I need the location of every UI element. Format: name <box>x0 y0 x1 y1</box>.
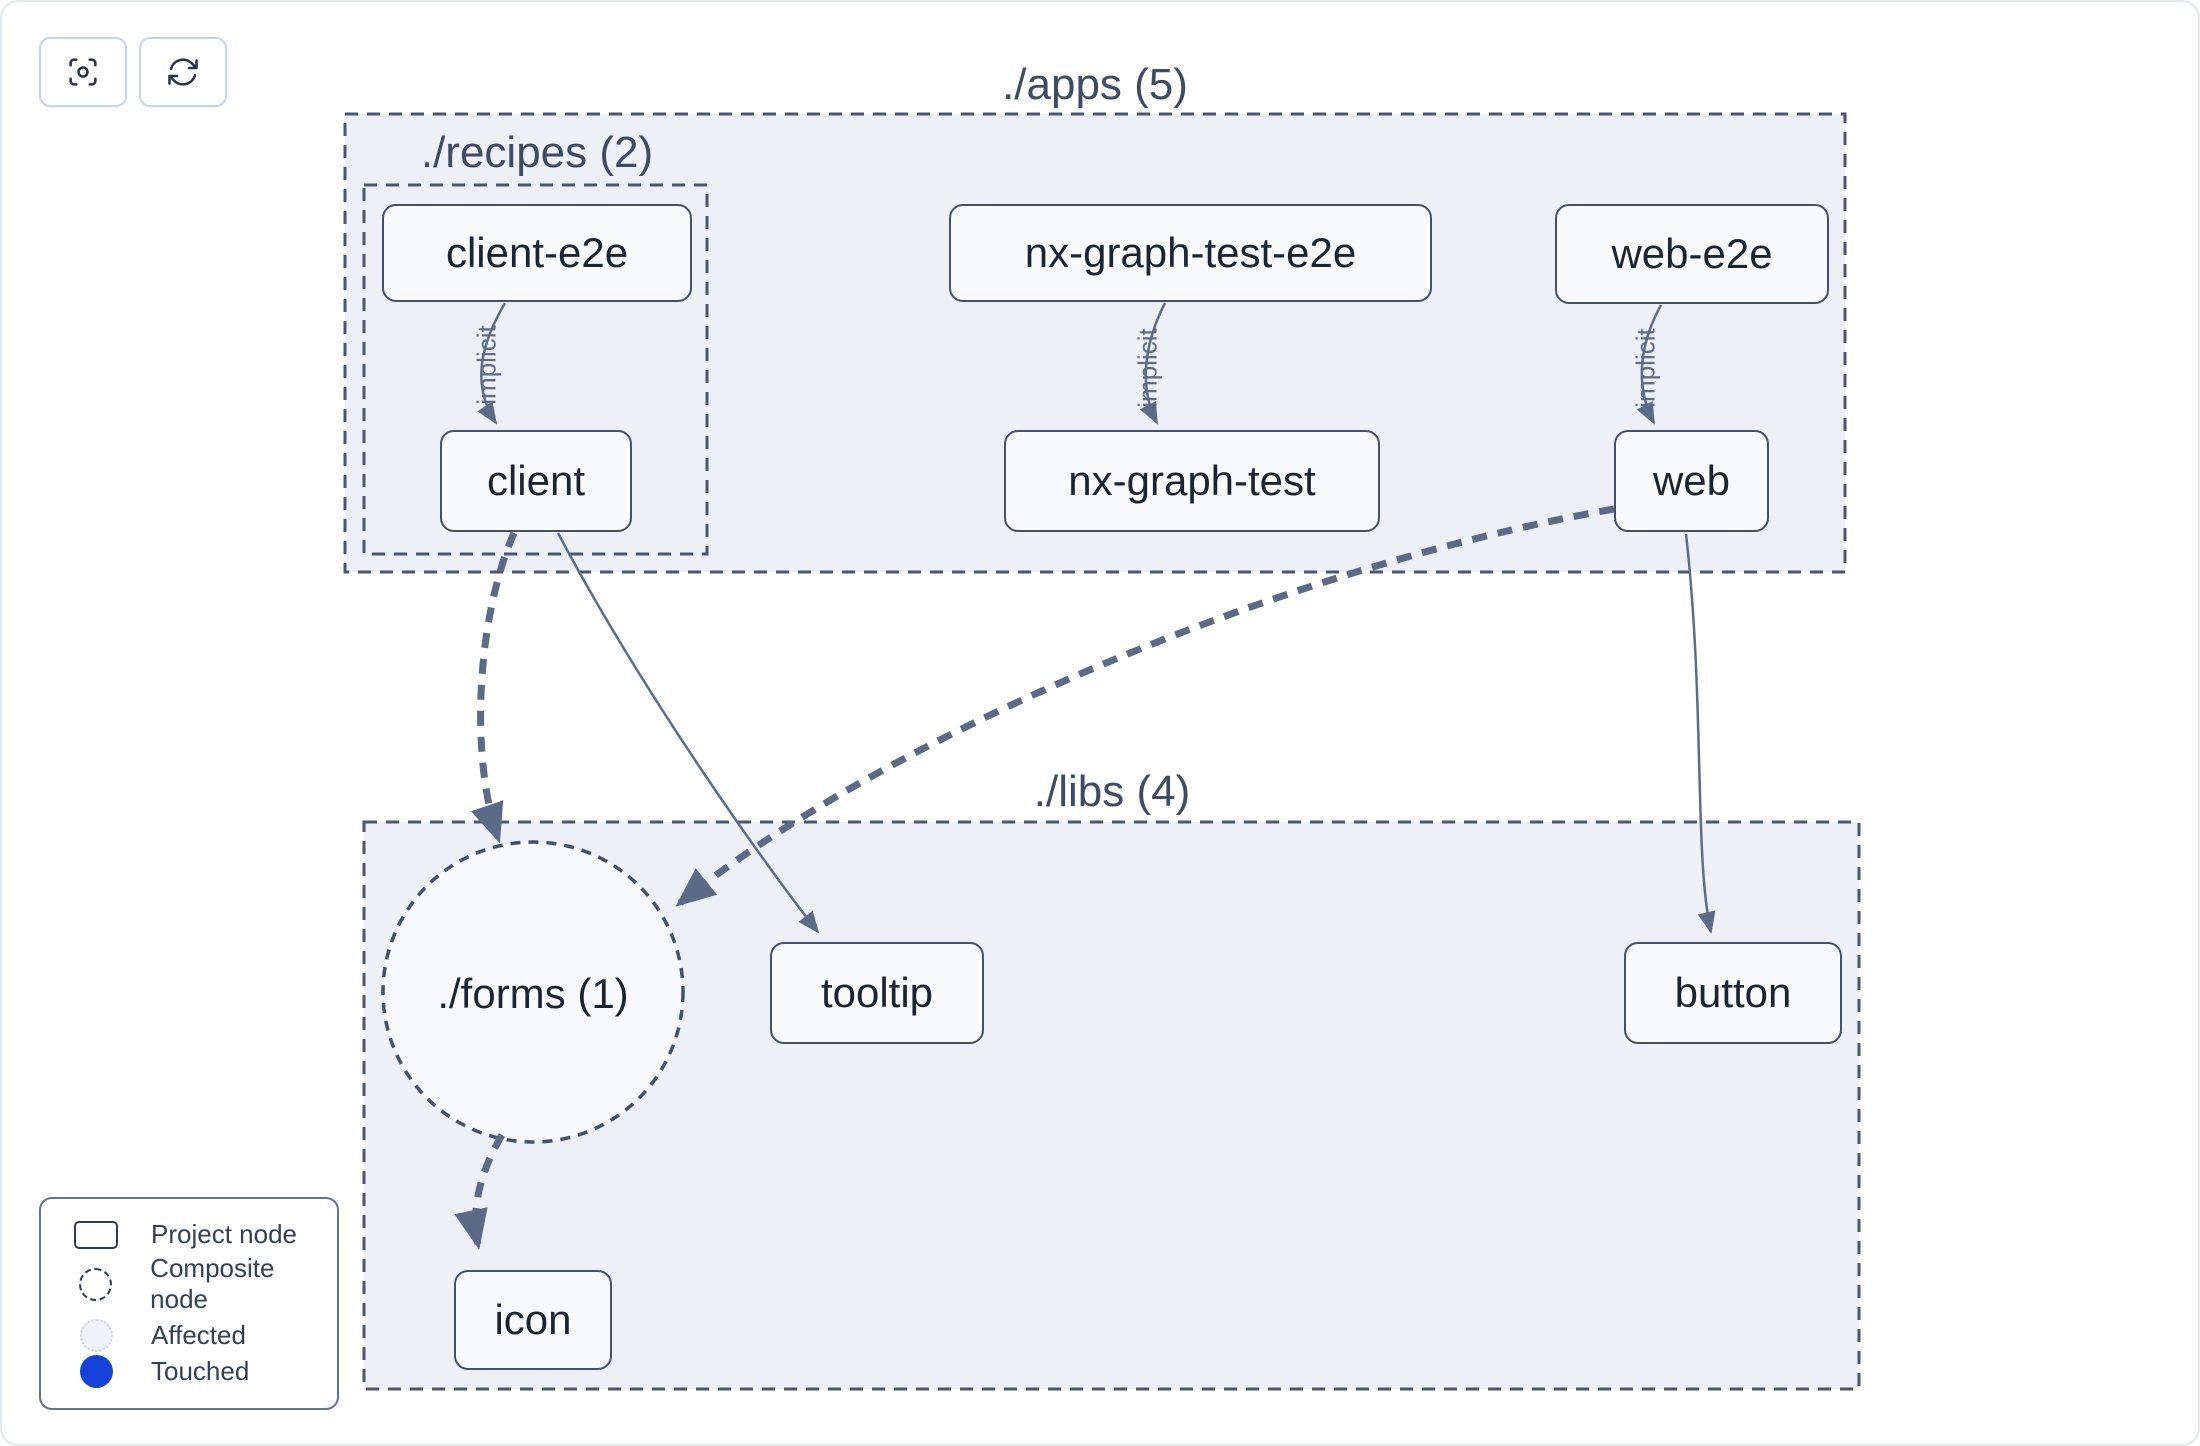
refresh-graph-button[interactable] <box>139 37 227 107</box>
edge-web-to-button[interactable] <box>1684 533 1716 934</box>
edge-label-implicit-web: implicit <box>1630 328 1661 408</box>
edge-client-e2e-to-client[interactable] <box>477 302 507 425</box>
project-node-web[interactable]: web <box>1614 430 1769 532</box>
legend-label: Affected <box>151 1319 246 1350</box>
legend-label: Composite node <box>150 1253 275 1315</box>
legend-label: Project node <box>151 1219 297 1249</box>
edge-web-e2e-to-web[interactable] <box>1636 304 1663 425</box>
project-node-button[interactable]: button <box>1624 942 1842 1044</box>
project-node-tooltip[interactable]: tooltip <box>770 942 984 1044</box>
composite-node-forms-label[interactable]: ./forms (1) <box>437 970 629 1017</box>
container-label-recipes: ./recipes (2) <box>420 128 654 177</box>
edge-label-implicit-client: implicit <box>471 325 502 405</box>
composite-node-forms[interactable] <box>381 840 685 1144</box>
legend-label: Touched <box>151 1355 250 1386</box>
project-node-client[interactable]: client <box>440 430 632 532</box>
legend-item-composite-node: Composite node <box>65 1253 337 1315</box>
center-graph-button[interactable] <box>39 37 127 107</box>
touched-swatch <box>79 1354 113 1388</box>
affected-swatch <box>79 1318 113 1352</box>
refresh-icon <box>168 58 198 86</box>
edge-web-to-forms[interactable] <box>675 505 1615 907</box>
edge-label-implicit-nx-graph-test: implicit <box>1132 328 1163 408</box>
container-recipes <box>362 183 709 556</box>
composite-node-swatch <box>79 1267 113 1301</box>
legend-item-touched: Touched <box>65 1354 337 1388</box>
edge-client-to-tooltip[interactable] <box>556 532 820 934</box>
container-label-apps: ./apps (5) <box>1002 60 1188 109</box>
edge-forms-to-icon[interactable] <box>454 1133 506 1250</box>
legend: Project node Composite node Affected Tou… <box>39 1197 339 1410</box>
container-label-libs: ./libs (4) <box>1033 767 1191 816</box>
project-node-swatch <box>74 1220 118 1249</box>
project-node-nx-graph-test-e2e[interactable]: nx-graph-test-e2e <box>949 204 1432 302</box>
project-node-web-e2e[interactable]: web-e2e <box>1555 204 1829 304</box>
project-node-icon[interactable]: icon <box>454 1270 612 1370</box>
legend-item-affected: Affected <box>65 1318 337 1352</box>
project-node-client-e2e[interactable]: client-e2e <box>382 204 692 302</box>
project-node-nx-graph-test[interactable]: nx-graph-test <box>1004 430 1380 532</box>
edge-nx-graph-test-e2e-to-nx-graph-test[interactable] <box>1139 302 1167 425</box>
edge-client-to-forms[interactable] <box>470 531 518 844</box>
viewfinder-icon <box>69 58 97 86</box>
legend-item-project-node: Project node <box>65 1219 337 1250</box>
